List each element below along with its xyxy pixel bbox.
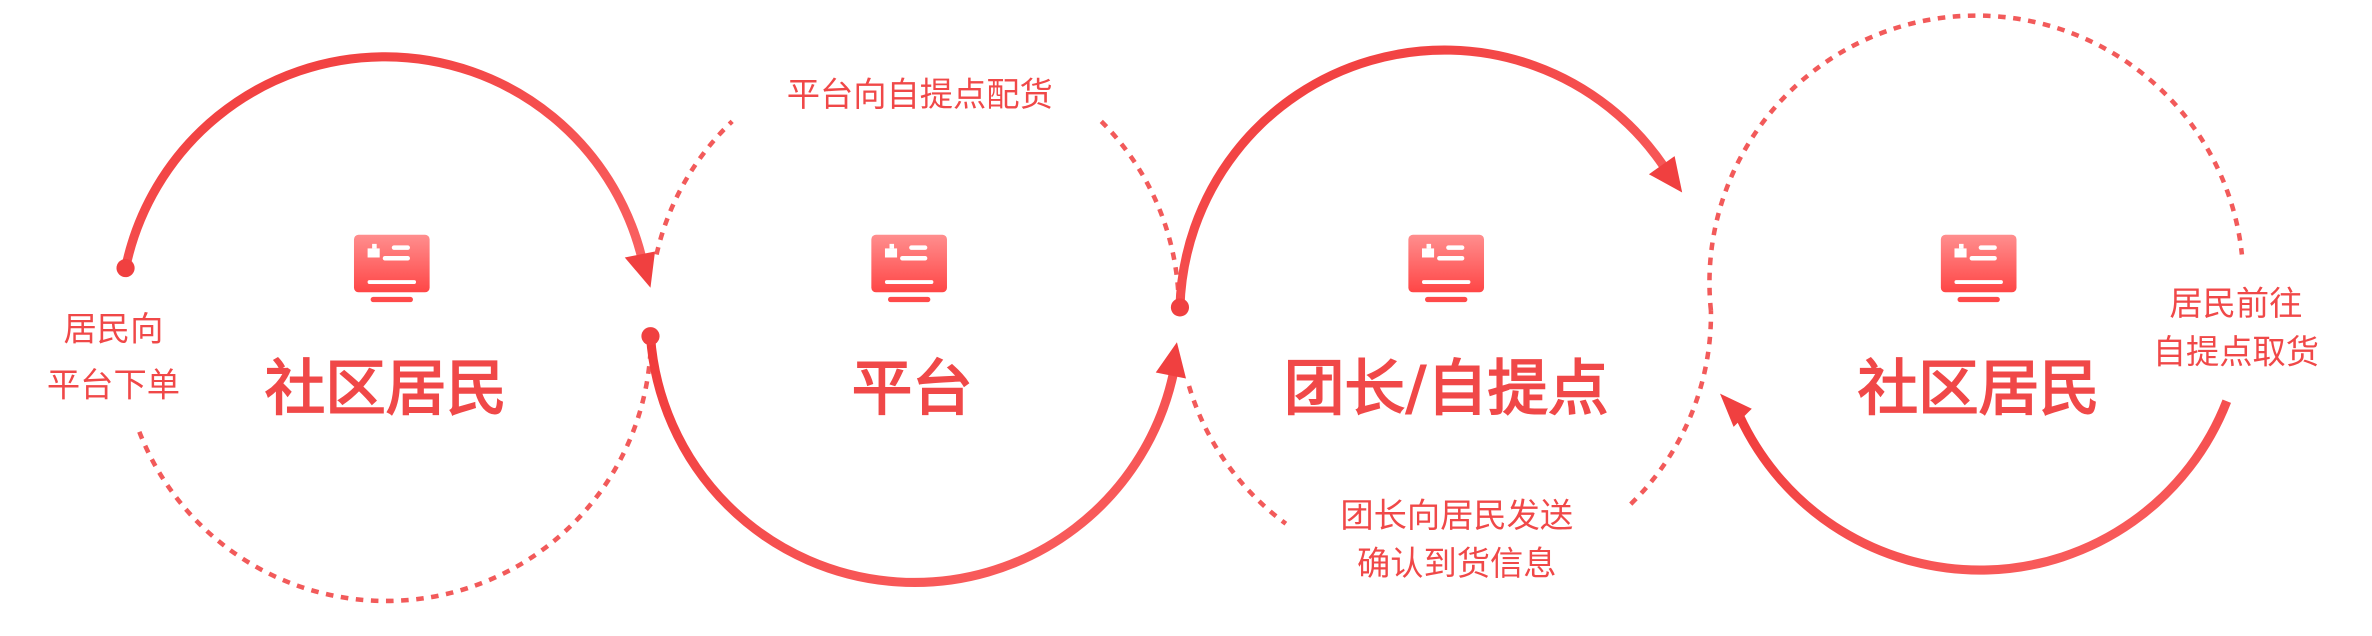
step-order-line1: 居民向 (64, 310, 164, 349)
solid-arc-pickup (1735, 399, 2232, 575)
solid-arc-leader (1175, 45, 1668, 308)
solid-arc-platform (645, 335, 1179, 587)
arrow-head-icon (624, 251, 656, 288)
step-pickup-line1: 居民前往 (2169, 284, 2302, 323)
start-dot (116, 259, 135, 278)
node-label-leader: 团长/自提点 (1284, 354, 1609, 424)
dashed-arc (137, 351, 653, 604)
node-label-resident-2: 社区居民 (1858, 354, 2100, 424)
solid-arc-order (121, 52, 649, 271)
card-icon (871, 234, 947, 303)
step-platform-ship: 平台向自提点配货 (787, 75, 1053, 114)
dashed-arc (1186, 385, 1288, 526)
arrow-head-icon (1155, 342, 1186, 379)
card-icon (1940, 234, 2017, 303)
node-label-resident: 社区居民 (265, 354, 507, 424)
card-icon (1408, 234, 1485, 303)
card-icon (353, 234, 430, 303)
dashed-arc (654, 119, 734, 255)
step-pickup-line2: 自提点取货 (2153, 332, 2319, 371)
step-notify-line2: 确认到货信息 (1357, 544, 1557, 583)
arrow-head-icon (1648, 156, 1683, 193)
step-notify-line1: 团长向居民发送 (1340, 496, 1573, 535)
step-order-line2: 平台下单 (47, 366, 180, 405)
dashed-arc (1099, 119, 1181, 296)
node-label-platform: 平台 (852, 354, 973, 424)
dashed-arc (1629, 310, 1714, 506)
start-dot (641, 327, 660, 346)
start-dot (1170, 298, 1190, 317)
arrow-head-icon (1720, 393, 1752, 427)
